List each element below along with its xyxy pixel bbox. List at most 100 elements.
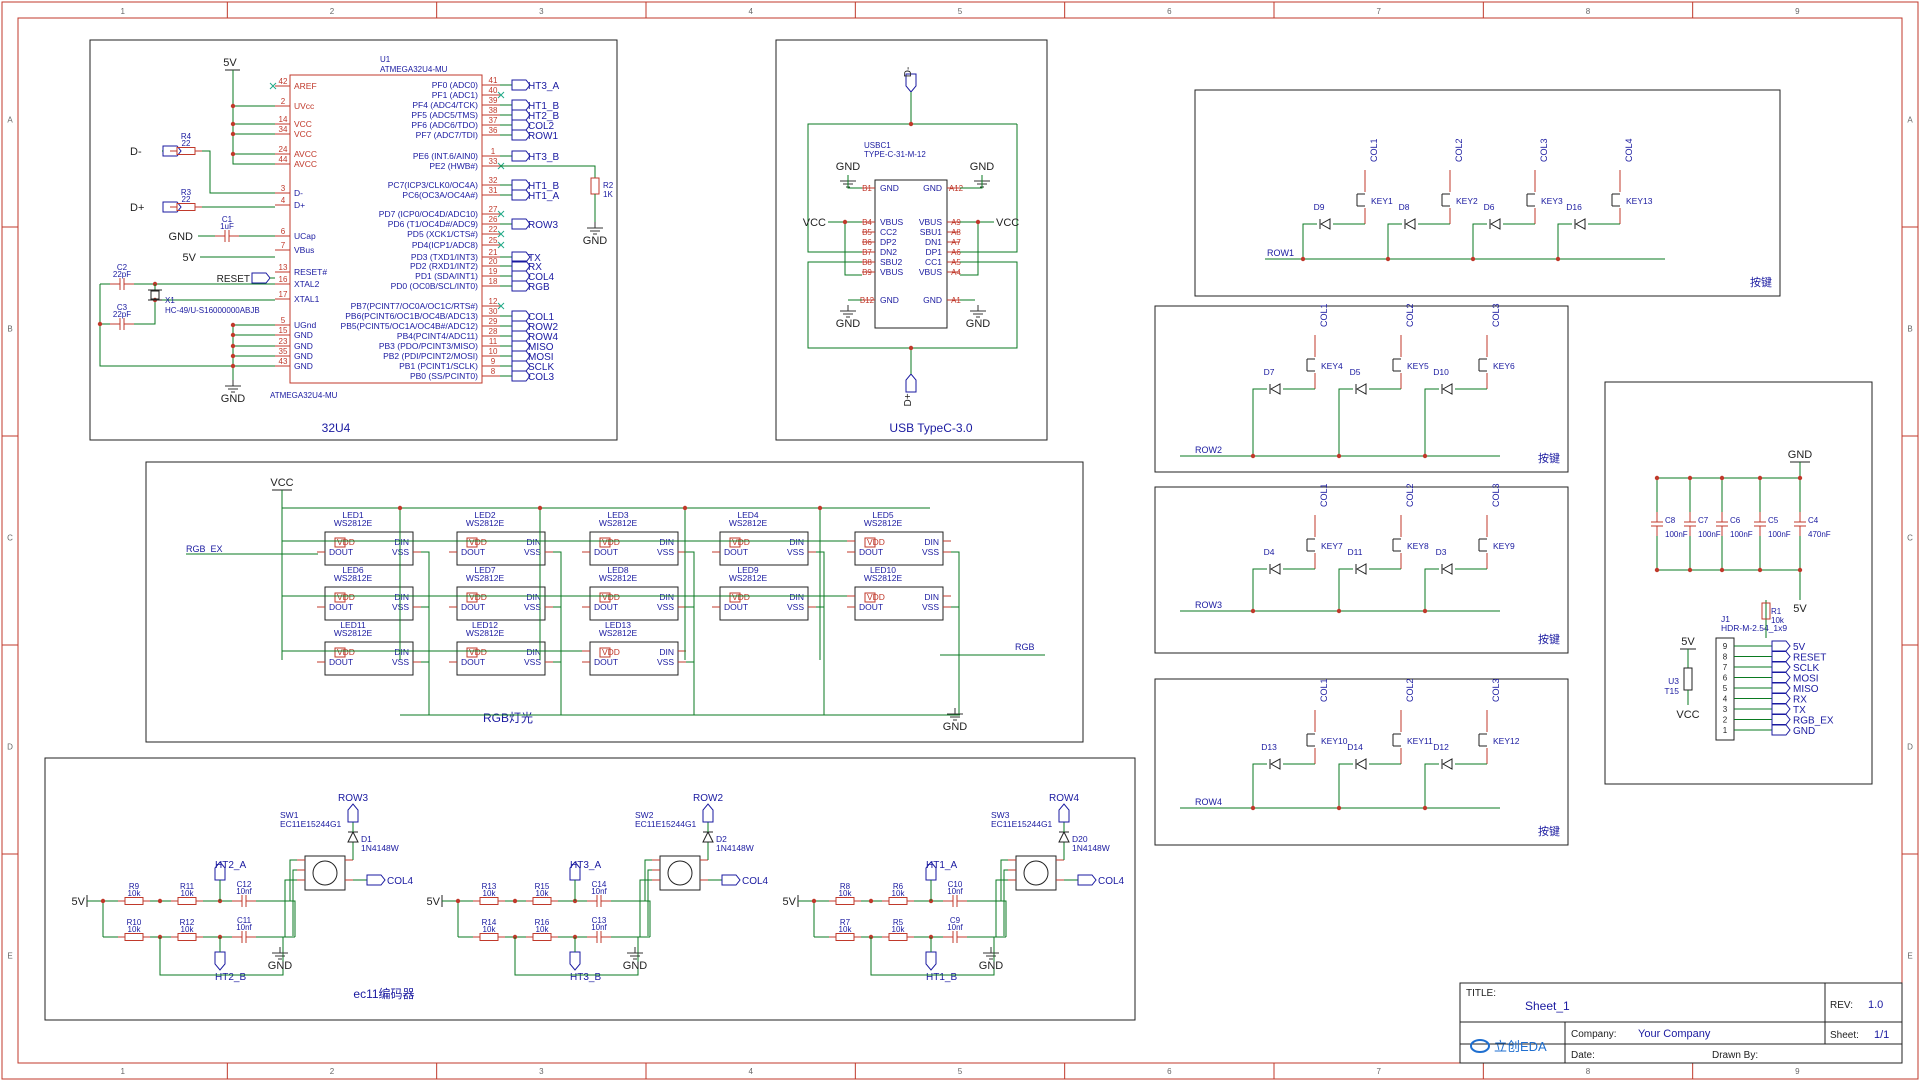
junction-dot xyxy=(975,219,981,225)
net-port xyxy=(569,861,581,881)
junction-dot xyxy=(1336,805,1342,811)
wire xyxy=(1252,388,1267,456)
diode-body xyxy=(1441,563,1453,575)
wire xyxy=(807,261,912,374)
pin-name: VSS xyxy=(787,602,804,612)
res-val: 10k xyxy=(128,889,142,898)
pin-name: PB3 (PDO/PCINT3/MISO) xyxy=(379,341,478,351)
res-val: 22 xyxy=(182,139,191,148)
col-marker: 8 xyxy=(1586,7,1591,16)
block-title: 按键 xyxy=(1538,632,1560,646)
gnd-label: GND xyxy=(268,960,293,972)
res-ref: R14 xyxy=(482,918,497,927)
net-port xyxy=(905,373,917,393)
junction-dot xyxy=(817,505,823,511)
net-label: MOSI xyxy=(1793,674,1819,685)
led-ref: LED9 xyxy=(737,565,759,575)
net-port xyxy=(511,260,531,272)
net-port xyxy=(1771,661,1791,673)
gnd-label: GND xyxy=(979,960,1004,972)
led-part: WS2812E xyxy=(729,518,768,528)
pin-number: A6 xyxy=(951,248,961,257)
pin-name: UVcc xyxy=(294,101,315,111)
net-label: GND xyxy=(970,161,995,173)
pin-name: VCC xyxy=(294,129,312,139)
pin-name: PB2 (PDI/PCINT2/MOSI) xyxy=(383,351,478,361)
junction-dot xyxy=(811,898,817,904)
wire xyxy=(807,92,912,253)
net-port xyxy=(511,350,531,362)
wire xyxy=(1338,388,1353,456)
crystal-body xyxy=(150,290,160,300)
pin-name: PD1 (SDA/INT1) xyxy=(415,271,478,281)
wire xyxy=(1252,568,1267,611)
net-port xyxy=(511,218,531,230)
junction-dot xyxy=(230,131,236,137)
cap-ref: C10 xyxy=(948,880,963,889)
pin-number: A12 xyxy=(949,184,964,193)
col-marker: 7 xyxy=(1376,1067,1381,1076)
net-label: COL4 xyxy=(528,272,555,283)
junction-dot xyxy=(230,103,236,109)
pin-name: D- xyxy=(294,188,303,198)
net-label: 5V xyxy=(183,252,197,264)
junction-dot xyxy=(1654,567,1660,573)
led-window xyxy=(599,537,611,548)
cap-ref: C11 xyxy=(237,916,252,925)
wire xyxy=(442,900,459,937)
tb-label: Date: xyxy=(1571,1050,1595,1061)
row-marker: B xyxy=(7,325,12,334)
net-label: D+ xyxy=(130,202,144,214)
pin-number: 31 xyxy=(489,186,498,195)
wire xyxy=(99,284,233,367)
net-port xyxy=(1771,693,1791,704)
res-val: 10k xyxy=(536,889,550,898)
net-label: HT1_A xyxy=(528,191,559,202)
res-ref: R2 xyxy=(603,181,614,190)
junction-dot xyxy=(397,505,403,511)
pin-number: 41 xyxy=(489,76,498,85)
encoder-knob xyxy=(1023,860,1049,886)
net-port xyxy=(511,360,531,372)
pin-number: A4 xyxy=(951,268,961,277)
led-part: WS2812E xyxy=(466,573,505,583)
junction-dot xyxy=(100,898,106,904)
pin-name: DOUT xyxy=(329,657,353,667)
net-label: HT1_B xyxy=(528,101,559,112)
wire xyxy=(951,606,960,715)
diode-ref: D5 xyxy=(1350,367,1361,377)
cap-ref: C1 xyxy=(222,215,233,224)
pin-name: PF0 (ADC0) xyxy=(432,80,478,90)
pin-number: 29 xyxy=(489,317,498,326)
u3-val: T15 xyxy=(1664,686,1679,696)
key-ref: KEY3 xyxy=(1541,196,1563,206)
col-label: COL2 xyxy=(1405,678,1415,702)
diode-ref: D2 xyxy=(716,834,727,844)
port-shape xyxy=(511,251,531,263)
pin-number: 5 xyxy=(1723,684,1728,693)
key-ref: KEY6 xyxy=(1493,361,1515,371)
pin-name: VSS xyxy=(392,657,409,667)
junction-dot xyxy=(1250,805,1256,811)
junction-dot xyxy=(1336,453,1342,459)
pin-name: VDD xyxy=(602,537,620,547)
pin-number: 23 xyxy=(279,337,288,346)
pin-number: 34 xyxy=(279,125,288,134)
pin-name: GND xyxy=(294,361,313,371)
pin-number: 16 xyxy=(279,275,288,284)
diode-body xyxy=(1355,383,1367,395)
net-port xyxy=(366,874,386,886)
pin-name: PF5 (ADC5/TMS) xyxy=(411,110,478,120)
resistor-body xyxy=(176,203,196,211)
wire xyxy=(421,661,430,715)
diode-body xyxy=(1058,830,1070,843)
led-body xyxy=(854,531,944,566)
led-ref: LED12 xyxy=(472,620,498,630)
net-label: RESET xyxy=(217,274,250,285)
pin-name: VSS xyxy=(657,602,674,612)
pin-name: DOUT xyxy=(461,602,485,612)
port-shape xyxy=(511,270,531,282)
net-label: 5V xyxy=(1793,642,1806,653)
pin-number: 32 xyxy=(489,176,498,185)
led-part: WS2812E xyxy=(599,573,638,583)
